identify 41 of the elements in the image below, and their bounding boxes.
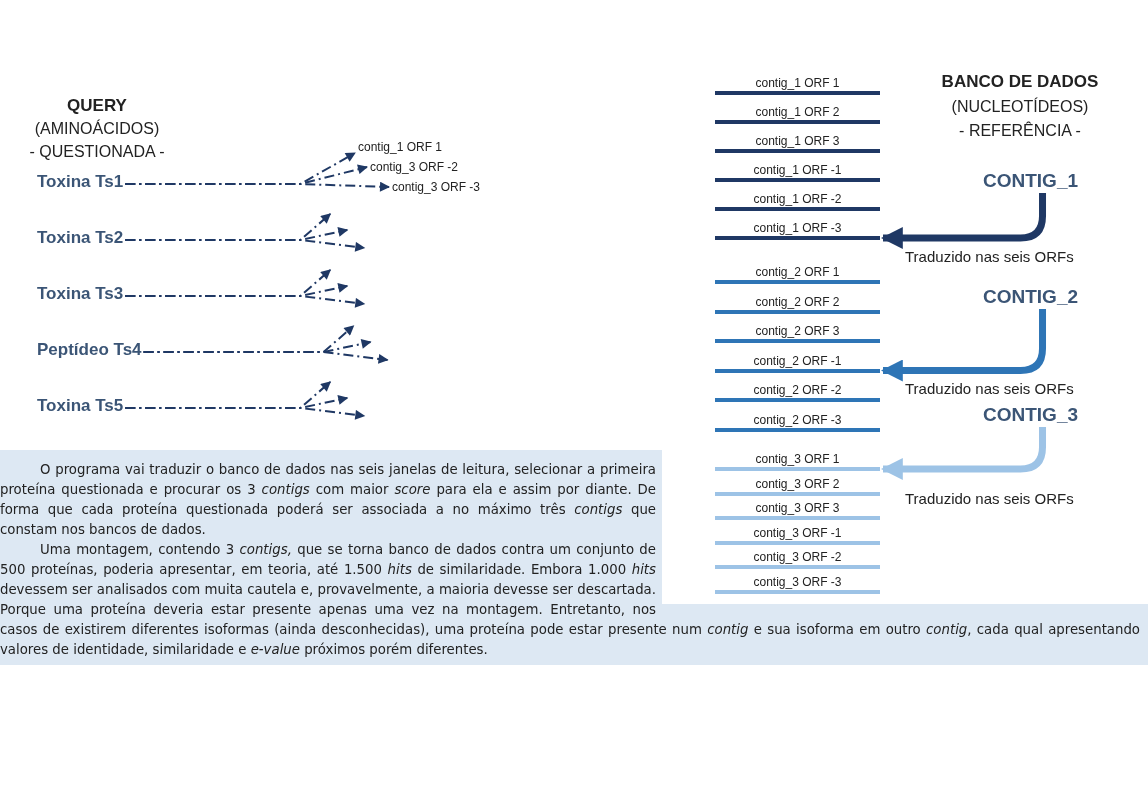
hit-label: contig_3 ORF -3 [392, 180, 481, 194]
reading-frame-bar: contig_1 ORF 1 [715, 76, 880, 95]
heading: BANCO DE DADOS [941, 72, 1099, 92]
reading-frame-bar: contig_2 ORF -2 [715, 383, 880, 402]
subheading: - QUESTIONADA - [29, 142, 165, 162]
contig-label: CONTIG_3 [983, 404, 1079, 426]
query-label: Toxina Ts3 [37, 284, 124, 304]
subheading: (AMINOÁCIDOS) [34, 119, 160, 139]
reading-frame-bar: contig_1 ORF -3 [715, 221, 880, 240]
subheading: - REFERÊNCIA - [959, 121, 1081, 141]
reading-frame-bar: contig_2 ORF 1 [715, 265, 880, 284]
reading-frame-bar: contig_2 ORF -3 [715, 412, 880, 432]
reading-frame-bar: contig_1 ORF 2 [715, 105, 880, 124]
reading-frame-bar: contig_3 ORF -1 [715, 525, 880, 545]
arrow [142, 351, 389, 364]
arrow [124, 295, 366, 308]
reading-frame-bar: contig_3 ORF 3 [715, 501, 880, 520]
reading-frame-bar: contig_2 ORF 3 [715, 324, 880, 343]
reading-frame-bar: contig_3 ORF 1 [715, 452, 880, 471]
heading: QUERY [67, 96, 127, 116]
reading-frame-bar: contig_2 ORF -1 [715, 353, 880, 373]
query-label: Toxina Ts5 [37, 396, 124, 416]
contig-label: CONTIG_1 [983, 170, 1079, 192]
subheading: (NUCLEOTÍDEOS) [951, 97, 1089, 117]
reading-frame-bar: contig_3 ORF -2 [715, 550, 880, 569]
arrow [124, 181, 390, 192]
arrow [124, 239, 366, 252]
reading-frame-bar: contig_2 ORF 2 [715, 294, 880, 314]
reading-frame-bar: contig_3 ORF -3 [715, 574, 880, 594]
reading-frame-bar: contig_1 ORF 3 [715, 134, 880, 153]
hit-label: contig_1 ORF 1 [358, 140, 443, 154]
reading-frame-bar: contig_1 ORF -2 [715, 192, 880, 211]
query-label: Peptídeo Ts4 [37, 340, 142, 360]
query-label: Toxina Ts1 [37, 172, 124, 192]
reading-frame-bar: contig_1 ORF -1 [715, 163, 880, 182]
query-label: Toxina Ts2 [37, 228, 124, 248]
reading-frame-bar: contig_3 ORF 2 [715, 476, 880, 496]
hit-label: contig_3 ORF -2 [370, 160, 459, 174]
contig-label: CONTIG_2 [983, 286, 1079, 308]
arrow [124, 407, 366, 420]
arrow [880, 427, 1046, 480]
